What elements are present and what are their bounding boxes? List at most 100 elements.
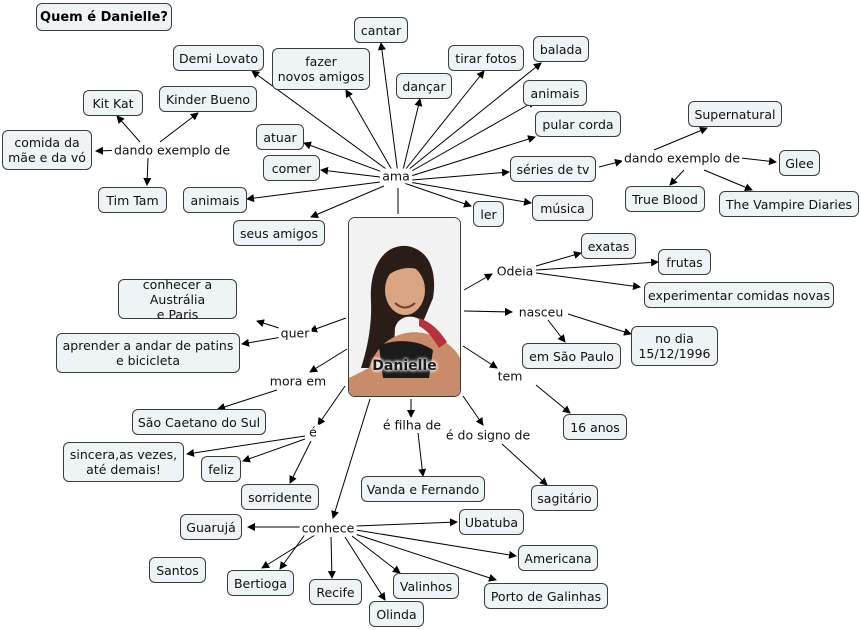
node-feliz[interactable]: feliz xyxy=(201,456,241,482)
node-animais-right[interactable]: animais xyxy=(523,80,587,106)
node-sao-caetano[interactable]: São Caetano do Sul xyxy=(132,409,266,435)
connector-37 xyxy=(462,345,498,369)
connector-4 xyxy=(402,98,423,171)
connector-41 xyxy=(242,438,306,463)
map-title: Quem é Danielle? xyxy=(36,3,172,31)
connector-42 xyxy=(289,440,312,484)
center-photo: Danielle xyxy=(348,217,461,397)
connector-26 xyxy=(535,251,582,267)
node-sincera[interactable]: sincera,as vezes, até demais! xyxy=(63,442,184,482)
node-cantar[interactable]: cantar xyxy=(354,17,408,43)
connector-28 xyxy=(535,272,641,291)
node-ler[interactable]: ler xyxy=(473,201,504,227)
connector-44 xyxy=(417,432,427,477)
node-guaruja[interactable]: Guarujá xyxy=(180,514,242,540)
connector-45 xyxy=(462,395,484,426)
node-fazer-novos-amigos[interactable]: fazer novos amigos xyxy=(272,48,370,90)
portrait-image xyxy=(349,218,460,396)
node-santos[interactable]: Santos xyxy=(149,557,206,583)
connector-3 xyxy=(345,89,393,171)
connector-53 xyxy=(327,536,336,579)
connector-51 xyxy=(279,532,307,570)
node-vampire-diaries[interactable]: The Vampire Diaries xyxy=(719,191,859,217)
connector-40 xyxy=(186,435,306,457)
connector-9 xyxy=(411,168,510,181)
connector-32 xyxy=(309,317,347,333)
node-sao-paulo[interactable]: em São Paulo xyxy=(522,343,621,369)
link-e: é xyxy=(307,424,319,440)
node-pular-corda[interactable]: pular corda xyxy=(535,111,621,137)
node-recife[interactable]: Recife xyxy=(309,579,362,605)
node-kinder-bueno[interactable]: Kinder Bueno xyxy=(159,86,257,112)
link-conhece: conhece xyxy=(299,520,357,536)
connector-19 xyxy=(143,157,152,186)
node-valinhos[interactable]: Valinhos xyxy=(393,573,459,599)
connector-20 xyxy=(598,158,623,168)
node-seus-amigos[interactable]: seus amigos xyxy=(233,220,325,246)
node-demi-lovato[interactable]: Demi Lovato xyxy=(173,45,264,71)
connector-6 xyxy=(407,62,542,171)
connector-13 xyxy=(320,166,381,178)
node-animais-left[interactable]: animais xyxy=(183,187,247,213)
connector-33 xyxy=(256,319,283,330)
connector-46 xyxy=(501,443,548,486)
node-americana[interactable]: Americana xyxy=(518,545,598,571)
link-filha: é filha de xyxy=(380,417,444,433)
node-olinda[interactable]: Olinda xyxy=(369,601,424,627)
connector-38 xyxy=(535,384,571,414)
node-sagitario[interactable]: sagitário xyxy=(531,485,598,511)
connector-54 xyxy=(344,536,386,601)
connector-17 xyxy=(116,115,141,143)
connector-12 xyxy=(303,141,386,174)
node-vanda-fernando[interactable]: Vanda e Fernando xyxy=(361,476,485,502)
connector-8 xyxy=(410,135,536,177)
connector-21 xyxy=(653,126,708,151)
node-aprender-patins[interactable]: aprender a andar de patins e bicicleta xyxy=(56,333,240,373)
node-musica[interactable]: música xyxy=(532,195,593,221)
node-porto-de-galinhas[interactable]: Porto de Galinhas xyxy=(484,583,608,609)
node-balada[interactable]: balada xyxy=(533,36,589,62)
node-comida-mae-vo[interactable]: comida da mãe e da vó xyxy=(2,130,92,170)
node-tirar-fotos[interactable]: tirar fotos xyxy=(448,45,524,71)
connector-10 xyxy=(408,181,532,206)
node-no-dia[interactable]: no dia 15/12/1996 xyxy=(631,326,718,366)
node-tim-tam[interactable]: Tim Tam xyxy=(98,187,167,213)
node-exatas[interactable]: exatas xyxy=(581,233,636,259)
node-supernatural[interactable]: Supernatural xyxy=(688,101,782,127)
node-frutas[interactable]: frutas xyxy=(658,249,711,275)
node-true-blood[interactable]: True Blood xyxy=(625,186,705,212)
node-16-anos[interactable]: 16 anos xyxy=(563,414,627,440)
connector-39 xyxy=(317,385,346,426)
connector-18 xyxy=(159,112,199,143)
node-series-de-tv[interactable]: séries de tv xyxy=(510,156,596,182)
connector-29 xyxy=(463,307,513,316)
link-dando-exemplo-1: dando exemplo de xyxy=(111,142,233,158)
node-atuar[interactable]: atuar xyxy=(256,124,304,150)
connector-25 xyxy=(463,273,493,291)
link-nasceu: nasceu xyxy=(516,304,566,320)
node-kit-kat[interactable]: Kit Kat xyxy=(83,90,143,116)
connector-55 xyxy=(351,535,401,574)
connector-15 xyxy=(310,185,385,218)
connector-14 xyxy=(246,181,381,203)
node-bertioga[interactable]: Bertioga xyxy=(227,570,294,596)
link-dando-exemplo-2: dando exemplo de xyxy=(621,150,743,166)
connector-11 xyxy=(403,182,472,208)
node-conhecer-australia[interactable]: conhecer a Austrália e Paris xyxy=(118,277,237,322)
node-ubatuba[interactable]: Ubatuba xyxy=(459,509,524,535)
connector-23 xyxy=(669,169,685,186)
node-dancar[interactable]: dançar xyxy=(396,73,452,99)
node-glee[interactable]: Glee xyxy=(779,150,820,176)
connector-47 xyxy=(331,398,371,519)
connector-24 xyxy=(703,169,753,191)
node-comer[interactable]: comer xyxy=(263,155,320,181)
node-experimentar-comidas[interactable]: experimentar comidas novas xyxy=(644,282,834,308)
link-ama: ama xyxy=(380,168,412,184)
node-sorridente[interactable]: sorridente xyxy=(241,484,319,510)
connector-52 xyxy=(261,534,316,569)
connector-5 xyxy=(404,70,485,171)
connector-27 xyxy=(535,258,659,271)
connector-7 xyxy=(409,100,536,173)
